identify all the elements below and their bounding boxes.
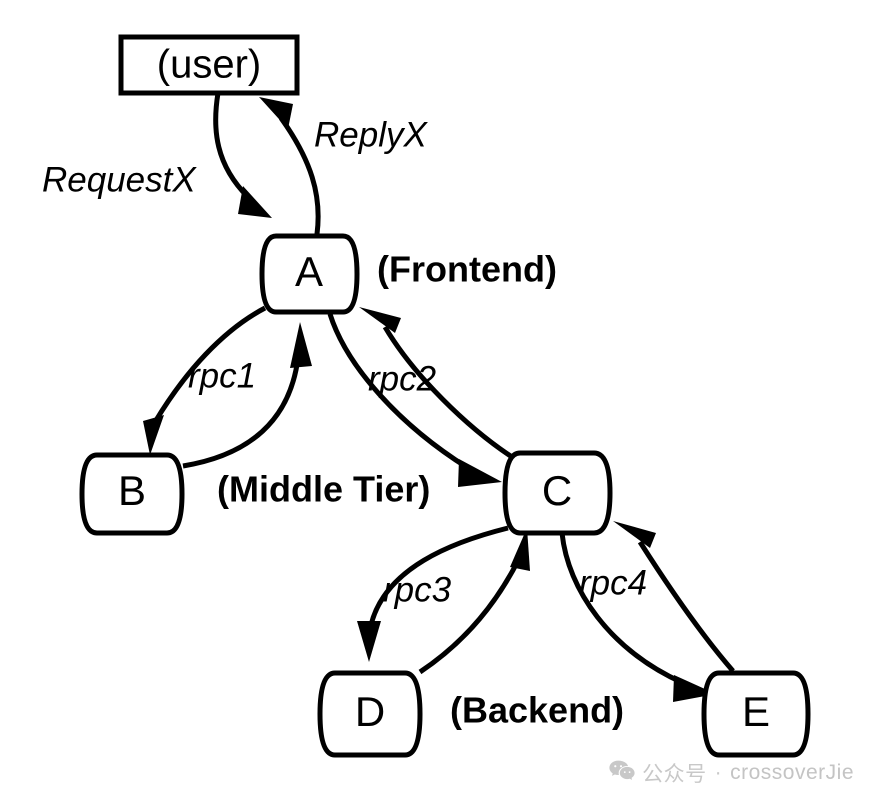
- watermark: 公众号 · crossoverJie: [609, 758, 854, 788]
- edge-rpc3-out-arrowhead: [357, 621, 381, 662]
- wechat-icon: [609, 760, 635, 786]
- node-e-label: E: [742, 688, 770, 735]
- node-a-label: A: [295, 248, 323, 295]
- edge-rpc2-out-arrowhead: [458, 459, 502, 487]
- edge-rpc1-out-arrowhead: [143, 415, 164, 455]
- edge-rpc3-in-path: [418, 557, 522, 675]
- edge-label-rpc2: rpc2: [368, 359, 436, 398]
- node-user-label: (user): [157, 43, 261, 87]
- edge-rpc1-in: [182, 322, 312, 469]
- edge-rpc1-out-path: [152, 305, 267, 424]
- edge-label-rpc3: rpc3: [383, 570, 452, 609]
- tier-label-frontend: (Frontend): [377, 249, 557, 290]
- edge-label-rpc4: rpc4: [579, 563, 647, 602]
- watermark-name: crossoverJie: [730, 761, 854, 784]
- edge-rpc3-out-path: [368, 525, 509, 626]
- edge-rpc3-in-arrowhead: [510, 528, 530, 571]
- edge-rpc4-out-path: [559, 532, 685, 686]
- edge-rpc2-out-path: [327, 313, 470, 471]
- edge-rpc2-out: [327, 313, 502, 487]
- edge-rpc1-out: [143, 305, 267, 455]
- node-c[interactable]: C: [502, 450, 613, 536]
- node-e-shape: [701, 670, 811, 758]
- watermark-separator: ·: [714, 761, 723, 784]
- edge-label-reply-x: ReplyX: [314, 115, 428, 154]
- edge-rpc4-in-arrowhead: [613, 521, 656, 548]
- edge-rpc3-out: [357, 525, 509, 662]
- edge-rpc4-in-path: [637, 540, 735, 673]
- node-c-shape: [502, 450, 613, 536]
- node-d[interactable]: D: [317, 670, 423, 758]
- node-b-label: B: [118, 467, 146, 514]
- node-user[interactable]: (user): [118, 34, 300, 96]
- edge-reply-x-path: [278, 116, 321, 235]
- edge-rpc1-in-arrowhead: [290, 322, 312, 368]
- edge-request-x: [213, 92, 272, 218]
- edge-rpc2-in-path: [382, 325, 514, 460]
- watermark-account-label: 公众号: [642, 763, 707, 786]
- node-b[interactable]: B: [79, 452, 185, 536]
- edge-label-rpc1: rpc1: [188, 356, 256, 395]
- tier-label-backend: (Backend): [450, 690, 624, 731]
- edge-request-x-arrowhead: [238, 186, 272, 218]
- edge-rpc3-in: [418, 528, 530, 675]
- edge-label-request-x: RequestX: [42, 160, 197, 199]
- node-a[interactable]: A: [259, 233, 360, 315]
- tier-label-middle-tier: (Middle Tier): [217, 469, 430, 510]
- node-d-label: D: [355, 688, 385, 735]
- edge-reply-x: [259, 97, 321, 235]
- node-c-label: C: [542, 467, 572, 514]
- node-a-shape: [259, 233, 360, 315]
- edge-rpc1-in-path: [182, 357, 301, 469]
- edge-rpc2-in-arrowhead: [359, 307, 401, 333]
- node-d-shape: [317, 670, 423, 758]
- node-e[interactable]: E: [701, 670, 811, 758]
- node-user-shape: [118, 34, 300, 96]
- edge-reply-x-arrowhead: [259, 97, 293, 129]
- edge-rpc2-in: [359, 307, 514, 460]
- edge-request-x-path: [213, 92, 250, 199]
- edge-rpc4-in: [613, 521, 735, 673]
- node-b-shape: [79, 452, 185, 536]
